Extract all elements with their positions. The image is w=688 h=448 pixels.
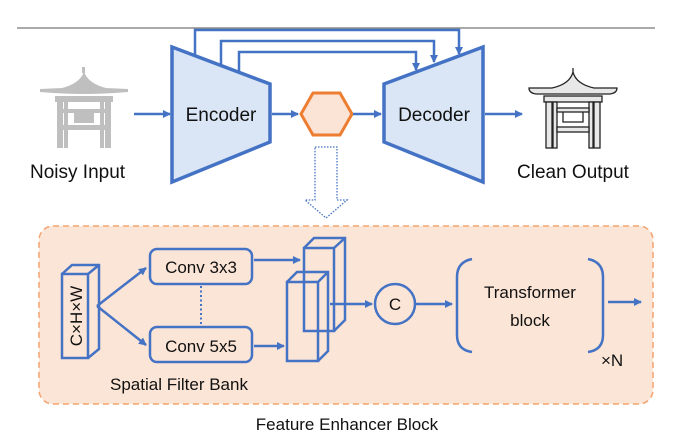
feature-enhancer-caption: Feature Enhancer Block bbox=[256, 415, 439, 434]
encoder-label: Encoder bbox=[186, 105, 257, 126]
feature-shape-label: C×H×W bbox=[67, 286, 86, 346]
concat-label: C bbox=[389, 295, 401, 314]
decoder-label: Decoder bbox=[398, 105, 470, 126]
stacked-feature-cuboids bbox=[285, 236, 347, 363]
feature-cuboid-front bbox=[285, 270, 330, 363]
input-feature-cuboid bbox=[60, 263, 101, 360]
transformer-label-line2: block bbox=[510, 311, 550, 330]
transformer-right-bracket bbox=[587, 257, 605, 354]
filter-bank-label: Spatial Filter Bank bbox=[110, 375, 248, 394]
noisy-input-pagoda-icon bbox=[40, 67, 128, 148]
expand-down-arrow bbox=[303, 146, 349, 219]
concat-node bbox=[373, 282, 417, 326]
noisy-input-label: Noisy Input bbox=[30, 162, 126, 183]
transformer-left-bracket bbox=[455, 257, 473, 354]
conv-3x3-label: Conv 3x3 bbox=[165, 258, 237, 277]
transformer-label-line1: Transformer bbox=[484, 283, 576, 302]
branch-arrow-bottom bbox=[96, 305, 147, 346]
clean-output-label: Clean Output bbox=[517, 162, 630, 183]
skip-connection-inner bbox=[237, 50, 420, 72]
decoder-block bbox=[382, 44, 485, 185]
branch-arrow-top bbox=[96, 267, 147, 307]
skip-connection-middle bbox=[219, 39, 438, 65]
conv-5x5-box bbox=[148, 325, 254, 364]
repeat-label: ×N bbox=[601, 351, 623, 370]
conv-5x5-label: Conv 5x5 bbox=[165, 337, 237, 356]
conv-3x3-box bbox=[148, 247, 254, 286]
skip-connection-outer bbox=[193, 28, 463, 55]
encoder-block bbox=[170, 44, 272, 185]
clean-output-pagoda-icon bbox=[528, 68, 618, 149]
skip-connections bbox=[193, 28, 463, 72]
bottleneck-hexagon bbox=[299, 91, 354, 137]
